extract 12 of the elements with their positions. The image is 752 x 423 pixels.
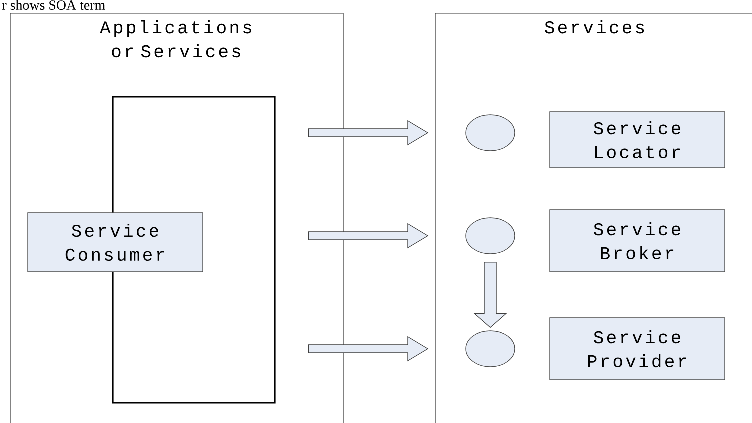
ellipse (466, 330, 516, 368)
caption-text: r shows SOA term (2, 0, 106, 10)
service-box: Service Provider (550, 318, 726, 380)
block-arrow (308, 223, 429, 249)
service-box: Service Locator (550, 112, 726, 168)
ellipse (466, 218, 516, 254)
service-box: Service Broker (550, 210, 726, 272)
block-arrow (308, 336, 429, 362)
block-arrow (308, 120, 429, 146)
service-box: Service Consumer (28, 212, 204, 272)
ellipse (466, 114, 516, 152)
block-arrow (474, 262, 508, 328)
